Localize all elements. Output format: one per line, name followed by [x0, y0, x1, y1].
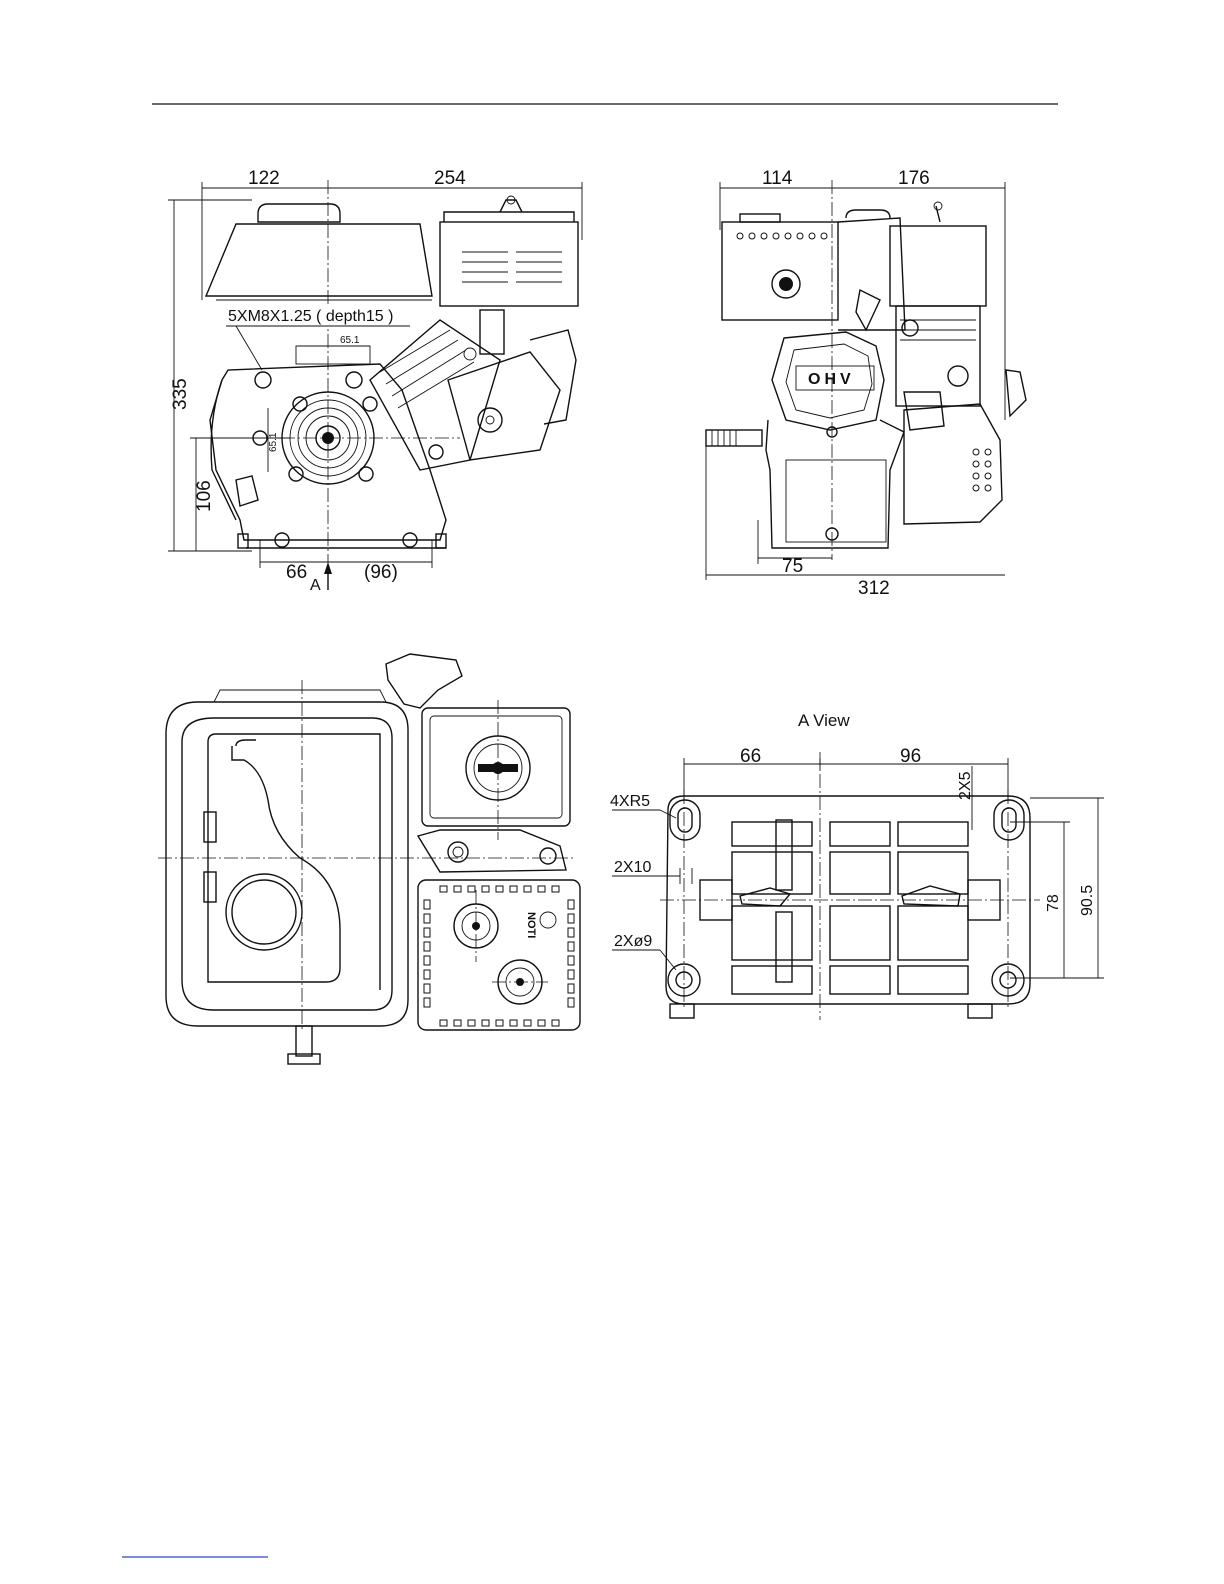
side-thread-note: 5XM8X1.25 ( depth15 ) — [228, 308, 393, 325]
a-view-slot-width-label: 2X10 — [614, 859, 651, 876]
side-bolt-circle-v: 65.1 — [268, 432, 279, 452]
front-dim-176: 176 — [898, 168, 930, 189]
side-dim-106: 106 — [194, 480, 215, 512]
a-view-dim-96: 96 — [900, 746, 921, 767]
side-view-arrow-label: A — [310, 577, 321, 594]
side-dim-66: 66 — [286, 562, 307, 583]
front-cover-mark: OHV — [808, 371, 855, 388]
side-view — [168, 180, 582, 592]
side-dim-96: (96) — [364, 562, 398, 583]
top-cover-mark: NOTI — [525, 912, 537, 938]
a-view-slot-label: 4XR5 — [610, 793, 650, 810]
a-view-slot-offset-label: 2X5 — [957, 771, 974, 800]
a-view — [612, 752, 1104, 1020]
a-view-title: A View — [798, 711, 850, 730]
front-dim-75: 75 — [782, 556, 803, 577]
top-view — [158, 654, 580, 1064]
a-view-dim-78: 78 — [1045, 894, 1062, 912]
a-view-dim-90-5: 90.5 — [1079, 885, 1096, 916]
front-view — [706, 180, 1026, 580]
a-view-dim-66: 66 — [740, 746, 761, 767]
side-dim-254: 254 — [434, 168, 466, 189]
a-view-hole-label: 2Xø9 — [614, 933, 652, 950]
front-dim-312: 312 — [858, 578, 890, 599]
side-bolt-circle-h: 65.1 — [340, 335, 360, 346]
side-dim-122: 122 — [248, 168, 280, 189]
side-dim-335: 335 — [170, 378, 191, 410]
front-dim-114: 114 — [762, 168, 793, 189]
